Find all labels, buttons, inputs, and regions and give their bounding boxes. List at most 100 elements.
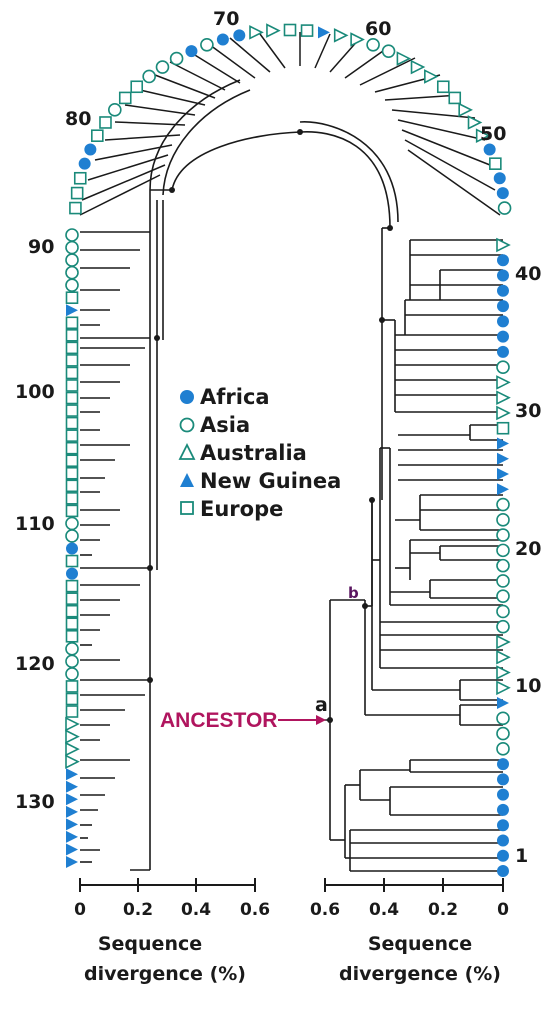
filled-circle-icon	[483, 143, 496, 156]
leaf-number-20: 20	[515, 538, 541, 560]
filled-triangle-icon	[66, 830, 78, 843]
open-circle-icon	[65, 228, 79, 242]
leaf-numbers: 1 10 20 30 40 50 60 70 80 90 100 110 120…	[15, 8, 541, 867]
open-triangle-icon	[65, 754, 80, 769]
filled-triangle-icon	[66, 805, 78, 818]
filled-triangle-icon	[497, 437, 509, 450]
open-square-icon	[65, 454, 79, 468]
open-triangle-icon	[496, 237, 511, 253]
right-axis-labels: 0.6 0.4 0.2 0 Sequence divergence (%)	[310, 900, 509, 985]
right-tick-label: 0.6	[310, 900, 340, 920]
legend-label-asia: Asia	[200, 413, 250, 437]
left-tick-label: 0	[74, 900, 86, 920]
open-triangle-icon	[266, 23, 281, 38]
leaf-number-110: 110	[15, 513, 55, 535]
filled-circle-icon	[497, 254, 509, 267]
left-clade-branches	[80, 79, 251, 871]
open-triangle-icon	[496, 634, 511, 650]
open-square-icon	[180, 501, 194, 515]
open-square-icon	[65, 379, 79, 392]
legend-item-australia: Australia	[178, 441, 307, 465]
open-circle-icon	[381, 44, 396, 58]
open-circle-icon	[155, 60, 170, 74]
filled-circle-icon	[497, 284, 509, 297]
open-square-icon	[65, 341, 79, 355]
open-circle-icon	[108, 103, 122, 117]
open-circle-icon	[496, 574, 510, 588]
filled-triangle-icon	[66, 818, 78, 831]
leaf-number-80: 80	[65, 108, 91, 130]
filled-circle-icon	[497, 300, 509, 313]
filled-circle-icon	[497, 773, 509, 786]
open-square-icon	[283, 23, 297, 37]
open-circle-icon	[200, 37, 214, 52]
open-circle-icon	[496, 619, 510, 634]
node-dot	[147, 677, 153, 683]
leaf-number-90: 90	[28, 236, 54, 258]
open-circle-icon	[496, 589, 510, 603]
arch-branches	[79, 32, 501, 216]
open-circle-icon	[65, 265, 79, 280]
open-circle-icon	[496, 497, 510, 512]
open-square-icon	[65, 391, 79, 405]
open-square-icon	[65, 629, 79, 643]
filled-circle-icon	[185, 45, 198, 58]
open-circle-icon	[169, 51, 184, 66]
leaf-symbols	[65, 23, 512, 877]
ancestor-label: ANCESTOR	[160, 709, 277, 732]
filled-circle-icon	[493, 172, 506, 185]
open-triangle-icon	[249, 25, 264, 40]
open-triangle-icon	[458, 102, 473, 118]
filled-circle-icon	[497, 758, 509, 771]
open-square-icon	[496, 421, 510, 435]
open-square-icon	[65, 354, 79, 367]
open-triangle-icon	[396, 51, 412, 66]
open-circle-icon	[142, 69, 156, 84]
left-tick-label: 0.6	[240, 900, 270, 920]
right-axis	[324, 878, 504, 892]
right-axis-title-line1: Sequence	[368, 933, 472, 955]
filled-circle-icon	[497, 788, 509, 801]
open-square-icon	[69, 201, 82, 215]
open-circle-icon	[496, 726, 510, 741]
legend-label-australia: Australia	[200, 441, 307, 465]
leaf-number-40: 40	[515, 263, 541, 285]
open-circle-icon	[496, 543, 510, 558]
filled-triangle-icon	[66, 856, 78, 868]
open-circle-icon	[65, 516, 79, 531]
open-square-icon	[65, 479, 79, 493]
filled-triangle-icon	[317, 26, 330, 39]
left-axis-labels: 0 0.2 0.4 0.6 Sequence divergence (%)	[74, 900, 270, 985]
filled-circle-icon	[497, 865, 509, 877]
filled-circle-icon	[84, 143, 97, 156]
open-square-icon	[65, 692, 79, 706]
node-a-dot	[327, 717, 333, 723]
legend: Africa Asia Australia New Guinea Europe	[178, 385, 341, 521]
legend-label-new-guinea: New Guinea	[200, 469, 341, 493]
open-circle-icon	[497, 201, 512, 215]
legend-item-new-guinea: New Guinea	[180, 469, 341, 493]
open-circle-icon	[496, 513, 510, 527]
open-circle-icon	[496, 558, 510, 573]
open-square-icon	[118, 91, 132, 105]
node-b-dot	[362, 603, 368, 609]
filled-triangle-icon	[497, 697, 509, 710]
filled-circle-icon	[497, 849, 509, 862]
open-square-icon	[65, 416, 79, 430]
left-tick-label: 0.4	[181, 900, 211, 920]
open-square-icon	[65, 579, 79, 593]
open-triangle-icon	[410, 59, 426, 75]
right-tick-label: 0.2	[428, 900, 458, 920]
legend-label-europe: Europe	[200, 497, 283, 521]
node-b-label: b	[348, 584, 359, 602]
filled-triangle-icon	[497, 468, 509, 481]
open-square-icon	[70, 186, 84, 200]
open-square-icon	[65, 504, 79, 518]
open-square-icon	[65, 316, 79, 330]
open-circle-icon	[179, 417, 195, 433]
open-circle-icon	[496, 711, 510, 726]
open-square-icon	[65, 592, 79, 605]
leaf-number-30: 30	[515, 400, 541, 422]
open-square-icon	[65, 329, 79, 342]
leaf-number-50: 50	[480, 123, 506, 145]
